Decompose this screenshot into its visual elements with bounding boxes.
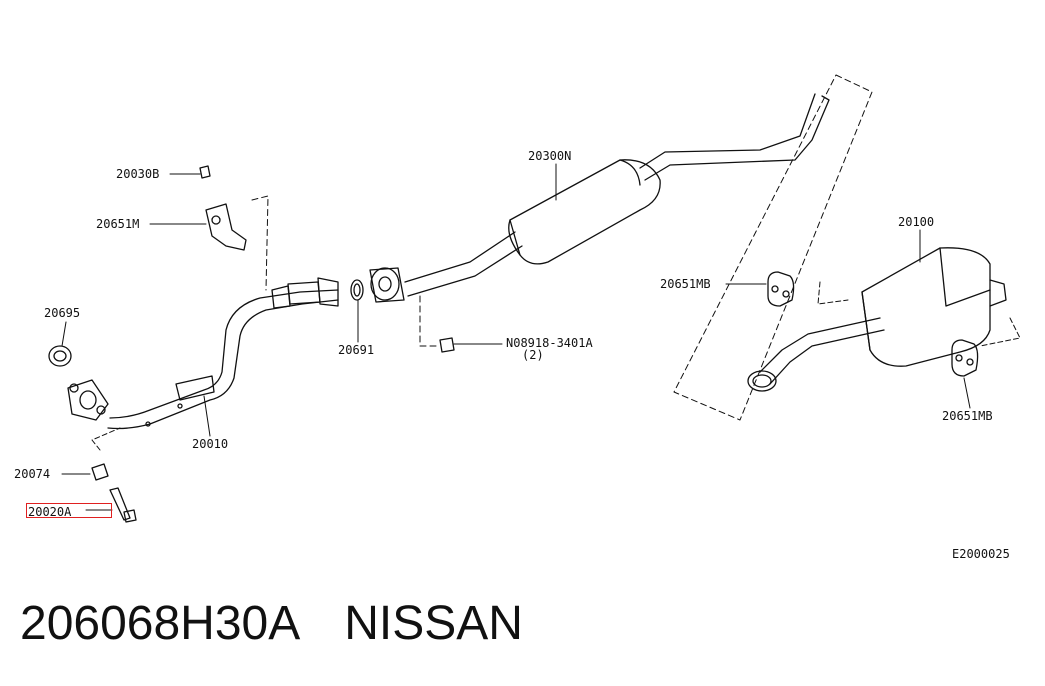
label-20691: 20691 bbox=[338, 343, 374, 357]
tail-pipe-upper bbox=[639, 93, 830, 181]
rubber-mount-left bbox=[767, 271, 795, 307]
label-20020a[interactable]: 20020A bbox=[28, 505, 72, 519]
highlight-box bbox=[26, 503, 112, 518]
front-pipe bbox=[107, 277, 339, 430]
label-20300n: 20300N bbox=[528, 149, 571, 163]
label-20651mb-left: 20651MB bbox=[660, 277, 711, 291]
rubber-mount-right bbox=[951, 339, 979, 377]
label-20651mb-right: 20651MB bbox=[942, 409, 993, 423]
label-20030b: 20030B bbox=[116, 167, 159, 181]
gasket-ring bbox=[48, 345, 72, 367]
footer-title: 206068H30A NISSAN bbox=[20, 596, 567, 651]
label-20074: 20074 bbox=[14, 467, 50, 481]
flange-joint bbox=[350, 267, 405, 303]
brand-name: NISSAN bbox=[344, 597, 523, 650]
label-20695: 20695 bbox=[44, 306, 80, 320]
label-08918-qty: (2) bbox=[522, 348, 544, 362]
part-number: 206068H30A bbox=[20, 597, 301, 650]
label-20100: 20100 bbox=[898, 215, 934, 229]
front-bracket bbox=[199, 165, 269, 291]
label-20651m: 20651M bbox=[96, 217, 139, 231]
bolt bbox=[419, 295, 455, 353]
label-20010: 20010 bbox=[192, 437, 228, 451]
manifold-flange bbox=[67, 379, 109, 421]
sensor-parts bbox=[91, 427, 137, 523]
label-08918-3401a: N08918-3401A bbox=[506, 336, 593, 350]
diagram-reference-code: E2000025 bbox=[952, 547, 1010, 561]
center-muffler bbox=[404, 159, 661, 297]
rear-muffler bbox=[747, 247, 1007, 392]
rear-section-outline bbox=[673, 74, 873, 421]
